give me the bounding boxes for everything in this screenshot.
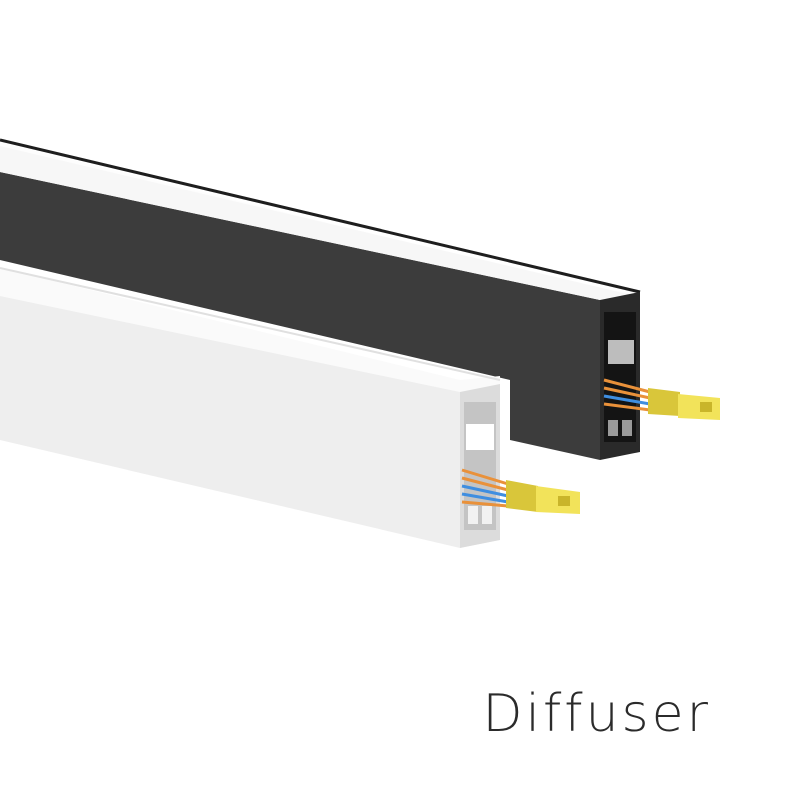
white-profile-connector <box>506 480 580 514</box>
black-profile-connector <box>648 388 720 420</box>
black-profile-diffuser <box>0 146 636 300</box>
white-profile-top <box>0 268 500 392</box>
caption-diffuser: Diffuser <box>482 684 711 744</box>
black-profile-cavity-light <box>608 340 634 364</box>
white-led-profile <box>0 267 580 548</box>
white-profile-body <box>0 296 460 548</box>
black-led-profile <box>0 138 720 460</box>
black-profile-top-edge <box>0 138 641 294</box>
black-profile-wires <box>603 378 651 412</box>
white-profile-cavity-slot-2 <box>482 506 492 524</box>
white-profile-cavity-light <box>466 424 494 450</box>
black-profile-body <box>0 172 600 460</box>
black-profile-cavity-light-2 <box>608 420 618 436</box>
black-profile-cavity-light-3 <box>622 420 632 436</box>
white-profile-cavity-slot <box>468 506 478 524</box>
white-profile-wires <box>461 468 509 508</box>
white-profile-top-edge <box>0 267 501 381</box>
